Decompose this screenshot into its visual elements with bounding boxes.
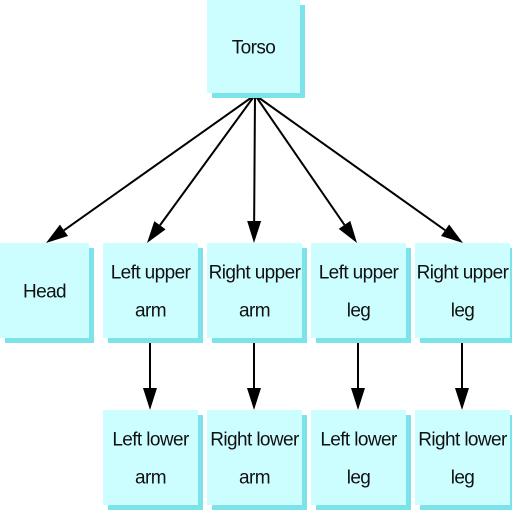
node-torso: Torso [207, 0, 305, 98]
node-box [415, 410, 510, 505]
node-box [311, 410, 406, 505]
arrowhead-icon [351, 388, 365, 410]
edge-right-upper-leg-to-right-lower-leg [455, 338, 469, 410]
node-label-line: Right upper [209, 263, 302, 284]
node-label-line: arm [135, 468, 166, 489]
edge-torso-to-left-upper-arm [147, 94, 256, 243]
arrowhead-icon [247, 220, 262, 243]
edge-right-upper-arm-to-right-lower-arm [247, 338, 261, 410]
arrowhead-icon [46, 224, 68, 243]
node-box [103, 410, 198, 505]
arrowhead-icon [441, 224, 463, 243]
node-label-line: arm [135, 301, 166, 322]
node-label-line: Head [23, 282, 66, 303]
arrowhead-icon [455, 388, 469, 410]
node-label-line: arm [239, 301, 270, 322]
node-label-line: Torso [232, 38, 275, 59]
node-label-line: leg [451, 468, 475, 489]
edge-torso-to-right-upper-arm [247, 94, 262, 243]
node-box [207, 410, 302, 505]
node-label-line: Left lower [112, 430, 190, 451]
node-right-lower-leg: Right lower leg [415, 410, 512, 510]
edge-line [63, 94, 256, 232]
node-right-lower-arm: Right lower arm [207, 410, 307, 510]
edge-line [254, 94, 346, 226]
arrowhead-icon [143, 388, 157, 410]
node-label-line: Right lower [418, 430, 508, 451]
node-left-lower-leg: Left lower leg [311, 410, 411, 510]
node-box [103, 243, 198, 338]
node-box [415, 243, 510, 338]
node-left-upper-leg: Left upper leg [311, 243, 411, 343]
node-label-line: Right lower [210, 430, 300, 451]
edge-line [159, 94, 256, 226]
edge-left-upper-leg-to-left-lower-leg [351, 338, 365, 410]
node-label-line: leg [347, 301, 371, 322]
node-box [207, 243, 302, 338]
edge-torso-to-head [46, 94, 256, 243]
arrowhead-icon [147, 221, 166, 243]
node-label-line: Left upper [319, 263, 400, 284]
edge-left-upper-arm-to-left-lower-arm [143, 338, 157, 410]
node-label-line: leg [451, 301, 475, 322]
node-left-upper-arm: Left upper arm [103, 243, 203, 343]
node-label-line: Left upper [111, 263, 192, 284]
node-label-line: arm [239, 468, 270, 489]
node-box [0, 243, 89, 338]
edge-torso-to-right-upper-leg [254, 94, 463, 243]
node-left-lower-arm: Left lower arm [103, 410, 203, 510]
arrowhead-icon [247, 388, 261, 410]
node-right-upper-arm: Right upper arm [207, 243, 307, 343]
node-head: Head [0, 243, 94, 343]
node-right-upper-leg: Right upper leg [415, 243, 512, 343]
arrowhead-icon [338, 220, 357, 243]
node-box [207, 0, 300, 93]
node-label-line: leg [347, 468, 371, 489]
edge-torso-to-left-upper-leg [254, 94, 357, 243]
edge-layer [46, 94, 469, 410]
edge-line [253, 94, 256, 222]
edge-line [254, 94, 446, 232]
node-label-line: Left lower [320, 430, 398, 451]
node-box [311, 243, 406, 338]
node-label-line: Right upper [417, 263, 510, 284]
